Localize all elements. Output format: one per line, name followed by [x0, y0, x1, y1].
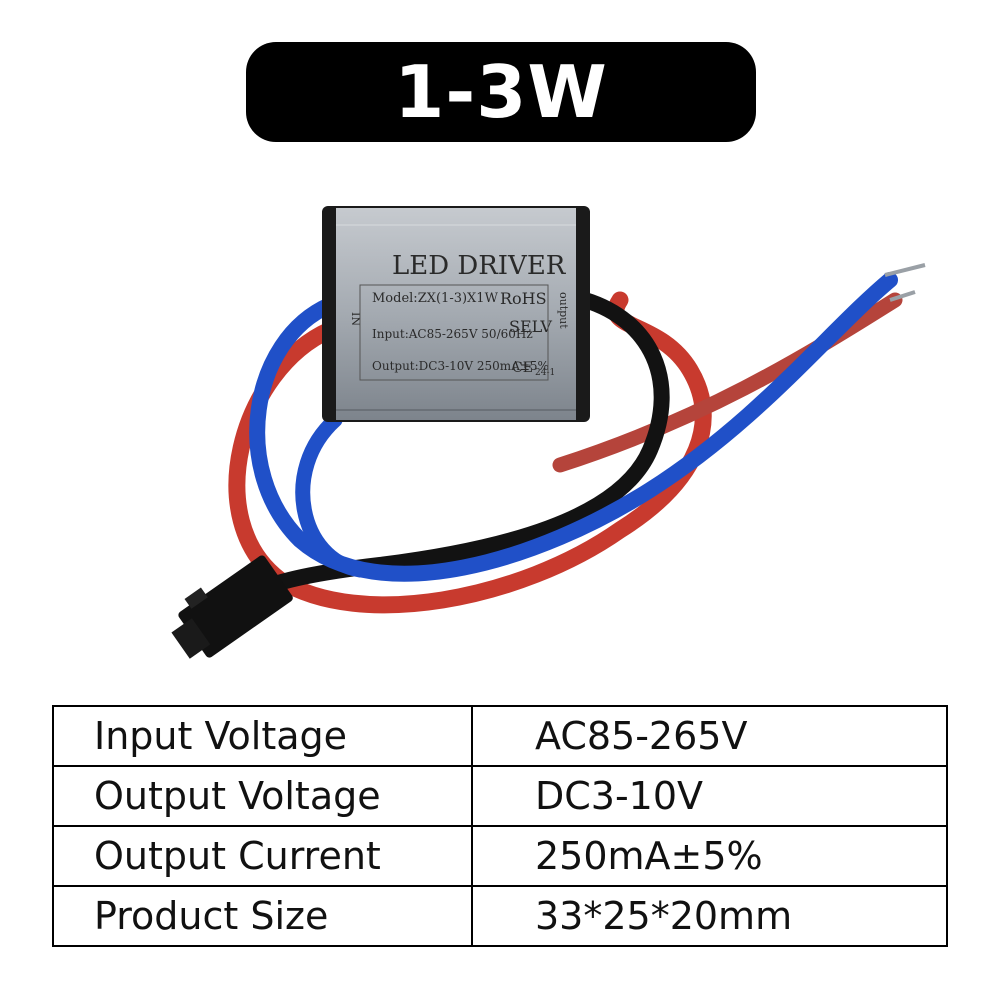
label-rohs: RoHS	[500, 289, 547, 308]
blue-wire-tip	[884, 263, 926, 277]
label-brand: LED DRIVER	[392, 251, 567, 281]
title-text: 1-3W	[394, 50, 608, 134]
spec-label: Output Voltage	[52, 765, 473, 827]
label-selv: SELV	[509, 317, 552, 336]
driver-housing	[322, 206, 590, 422]
blue-wire	[249, 272, 898, 582]
label-code: 24-1	[535, 368, 555, 378]
table-row: Output Voltage DC3-10V	[52, 765, 948, 827]
table-row: Output Current 250mA±5%	[52, 825, 948, 887]
device-label: LED DRIVER Model:ZX(1-3)X1W Input:AC85-2…	[349, 251, 570, 381]
spec-table: Input Voltage AC85-265V Output Voltage D…	[52, 705, 948, 947]
blue-wire-loop	[295, 412, 368, 578]
spec-value: AC85-265V	[471, 705, 948, 767]
table-row: Product Size 33*25*20mm	[52, 885, 948, 947]
spec-value: 33*25*20mm	[471, 885, 948, 947]
red-wire-lead	[552, 292, 903, 473]
red-wire-tip	[889, 290, 916, 302]
led-driver-product-image: LED DRIVER Model:ZX(1-3)X1W Input:AC85-2…	[171, 206, 926, 659]
spec-value: 250mA±5%	[471, 825, 948, 887]
connector-plug	[171, 555, 293, 659]
label-input: Input:AC85-265V 50/60Hz	[372, 327, 533, 341]
label-output: Output:DC3-10V 250mA±5%	[372, 359, 549, 373]
spec-label: Input Voltage	[52, 705, 473, 767]
label-ce: CE	[512, 360, 533, 376]
table-row: Input Voltage AC85-265V	[52, 705, 948, 767]
black-wire	[252, 292, 670, 598]
spec-value: DC3-10V	[471, 765, 948, 827]
label-frame	[359, 284, 549, 381]
red-wire	[228, 291, 712, 614]
spec-label: Product Size	[52, 885, 473, 947]
spec-label: Output Current	[52, 825, 473, 887]
label-in: IN	[349, 312, 362, 326]
label-output-side: output	[557, 292, 570, 329]
label-model: Model:ZX(1-3)X1W	[372, 291, 499, 306]
title-banner: 1-3W	[246, 42, 756, 142]
